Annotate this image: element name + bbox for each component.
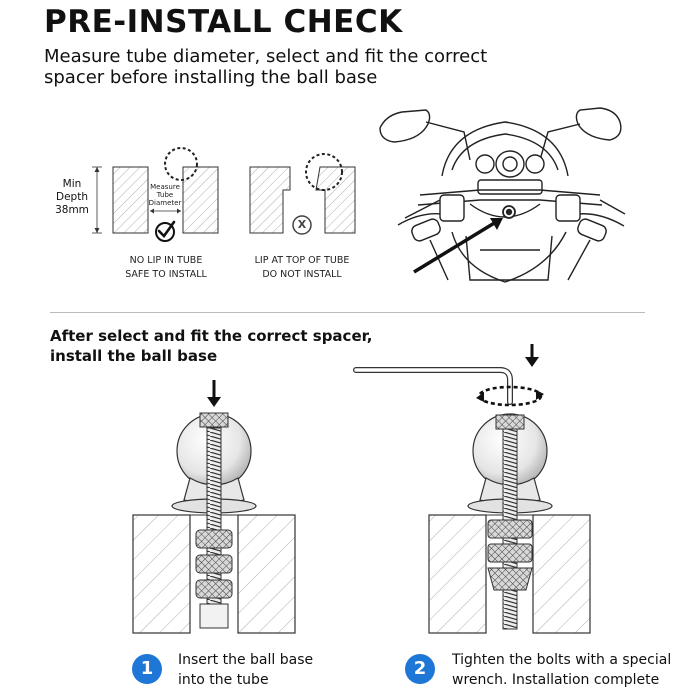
step-2-badge: 2 bbox=[405, 654, 435, 684]
step-1-text: Insert the ball base into the tube bbox=[178, 652, 314, 688]
bad-caption: LIP AT TOP OF TUBE DO NOT INSTALL bbox=[254, 255, 350, 280]
bad-tube-drawing bbox=[249, 153, 356, 235]
min-depth-label: Min Depth 38mm bbox=[55, 178, 89, 216]
step1-drawing bbox=[132, 380, 296, 634]
good-tube-drawing bbox=[92, 147, 219, 242]
step-2-text: Tighten the bolts with a special wrench.… bbox=[452, 652, 672, 688]
step-1-badge: 1 bbox=[132, 654, 162, 684]
good-caption: NO LIP IN TUBE SAFE TO INSTALL bbox=[125, 255, 207, 280]
x-mark-label: X bbox=[297, 218, 307, 231]
page-subtitle: Measure tube diameter, select and fit th… bbox=[44, 46, 487, 88]
motorcycle-illustration bbox=[379, 107, 626, 283]
spacer-dashed-circle-good bbox=[164, 147, 198, 181]
measure-diameter-label: Measure Tube Diameter bbox=[148, 183, 182, 207]
page-title: PRE-INSTALL CHECK bbox=[44, 4, 403, 40]
subtitle-line-1: Measure tube diameter, select and fit th… bbox=[44, 46, 488, 67]
checkmark-icon bbox=[155, 220, 176, 242]
pointer-arrow bbox=[413, 220, 497, 274]
right-mirror bbox=[575, 107, 622, 141]
x-mark-icon bbox=[292, 215, 312, 235]
subtitle-line-2: spacer before installing the ball base bbox=[44, 67, 378, 88]
left-mirror bbox=[379, 109, 431, 143]
install-heading: After select and fit the correct spacer,… bbox=[50, 327, 373, 365]
section-divider bbox=[50, 312, 645, 313]
step2-drawing bbox=[353, 344, 591, 634]
spacer-dashed-circle-bad bbox=[305, 153, 343, 191]
